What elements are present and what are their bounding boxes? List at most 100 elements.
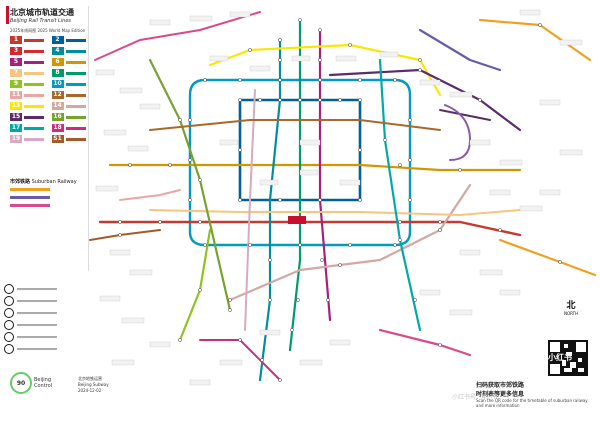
station-marker [393,243,397,247]
qr-cell [576,342,586,352]
line-19 [244,89,256,331]
line-1 [98,220,522,237]
line-legend-item: 13 [10,102,49,110]
station-label-box [149,341,171,348]
station-marker [278,98,282,102]
station-marker [198,220,202,224]
map-title: 北京城市轨道交通 Beijing Rail Transit Lines [10,8,90,25]
station-marker [298,243,302,247]
station-marker [320,258,324,262]
station-marker [418,58,422,62]
station-label-box [259,329,281,336]
qr-cell [570,362,576,368]
line-legend-item: 1 [10,36,49,44]
line-legend-item: 3 [10,47,49,55]
station-label-box [291,55,311,62]
line-number-badge: 14 [51,102,64,110]
station-marker [393,78,397,82]
station-symbol-icon [4,344,14,354]
station-marker [348,43,352,47]
line-number-badge: 16 [51,113,64,121]
station-marker [188,198,192,202]
line-s1 [89,229,161,241]
station-marker [118,233,122,237]
line-color-bar [24,93,44,97]
station-label-box [139,103,161,110]
line-legend-item: 10 [51,80,91,88]
watermark: 小红书号：4176... [452,394,503,401]
scan-text-zh: 扫码获取市郊铁路 [476,382,525,389]
operator-logo: 90 Beijing Control [10,372,52,394]
station-marker [278,198,282,202]
station-marker [178,338,182,342]
station-marker [298,18,302,22]
key-description-line [17,288,57,290]
station-marker [203,78,207,82]
line-number-badge: 5 [10,58,22,66]
line-8 [288,18,302,352]
qr-cell [550,342,560,352]
station-marker [238,78,242,82]
station-label-box [209,55,229,62]
station-label-box [95,185,119,192]
line-number-badge: 4 [51,47,64,55]
map-edition: 2025年线网图 2025 World Map Edition [10,28,86,33]
station-label-box [469,139,491,146]
line-legend-item: 5 [10,58,49,66]
line-number-badge: 15 [10,113,22,121]
station-marker [558,260,562,264]
station-marker [408,158,412,162]
line-number-badge: 9 [10,80,22,88]
station-marker [238,148,242,152]
station-label-box [449,91,473,98]
key-description-line [17,300,57,302]
station-marker [188,118,192,122]
station-marker [228,308,232,312]
station-label-box [379,51,399,58]
line-legend-item: S1 [51,135,91,143]
north-zh: 北 [566,301,576,311]
line-number-badge: 6 [51,58,64,66]
line-number-badge: S1 [51,135,64,143]
line-11 [119,189,181,201]
line-legend-item: 16 [51,113,91,121]
line-color-bar [24,60,44,64]
line-number-badge: 3 [10,47,22,55]
station-label-box [449,309,473,316]
key-row [4,320,86,330]
line-4 [258,38,282,382]
station-label-box [111,359,135,366]
station-marker [358,98,362,102]
station-label-box [299,169,319,176]
station-marker [398,238,402,242]
station-label-box [259,179,279,186]
line-legend-item: 8 [51,69,91,77]
line-branch-loop [444,104,471,161]
station-label-box [95,69,115,76]
station-label-box [339,179,361,186]
suburban-title-en: Suburban Railway [31,179,77,185]
suburban-legend-title: 市郊铁路 Suburban Railway [10,178,77,185]
station-label-box [229,11,251,18]
station-label-box [419,79,441,86]
line-number-badge: 19 [10,135,22,143]
suburban-line-d [378,328,472,357]
station-marker [408,198,412,202]
station-label-box [103,129,127,136]
line-14 [228,183,472,302]
line-legend-item: 15 [10,113,49,121]
line-number-badge: 11 [10,91,22,99]
station-label-box [189,379,211,386]
station-marker [198,178,202,182]
line-color-bar [24,104,44,108]
logo-text-top: Beijing [34,377,52,383]
key-row [4,344,86,354]
qr-code-icon[interactable] [548,340,588,376]
date-line2: Beijing Subway [78,382,109,387]
key-row [4,308,86,318]
station-marker [278,58,282,62]
key-row [4,332,86,342]
station-marker [198,288,202,292]
station-label-box [419,289,441,296]
